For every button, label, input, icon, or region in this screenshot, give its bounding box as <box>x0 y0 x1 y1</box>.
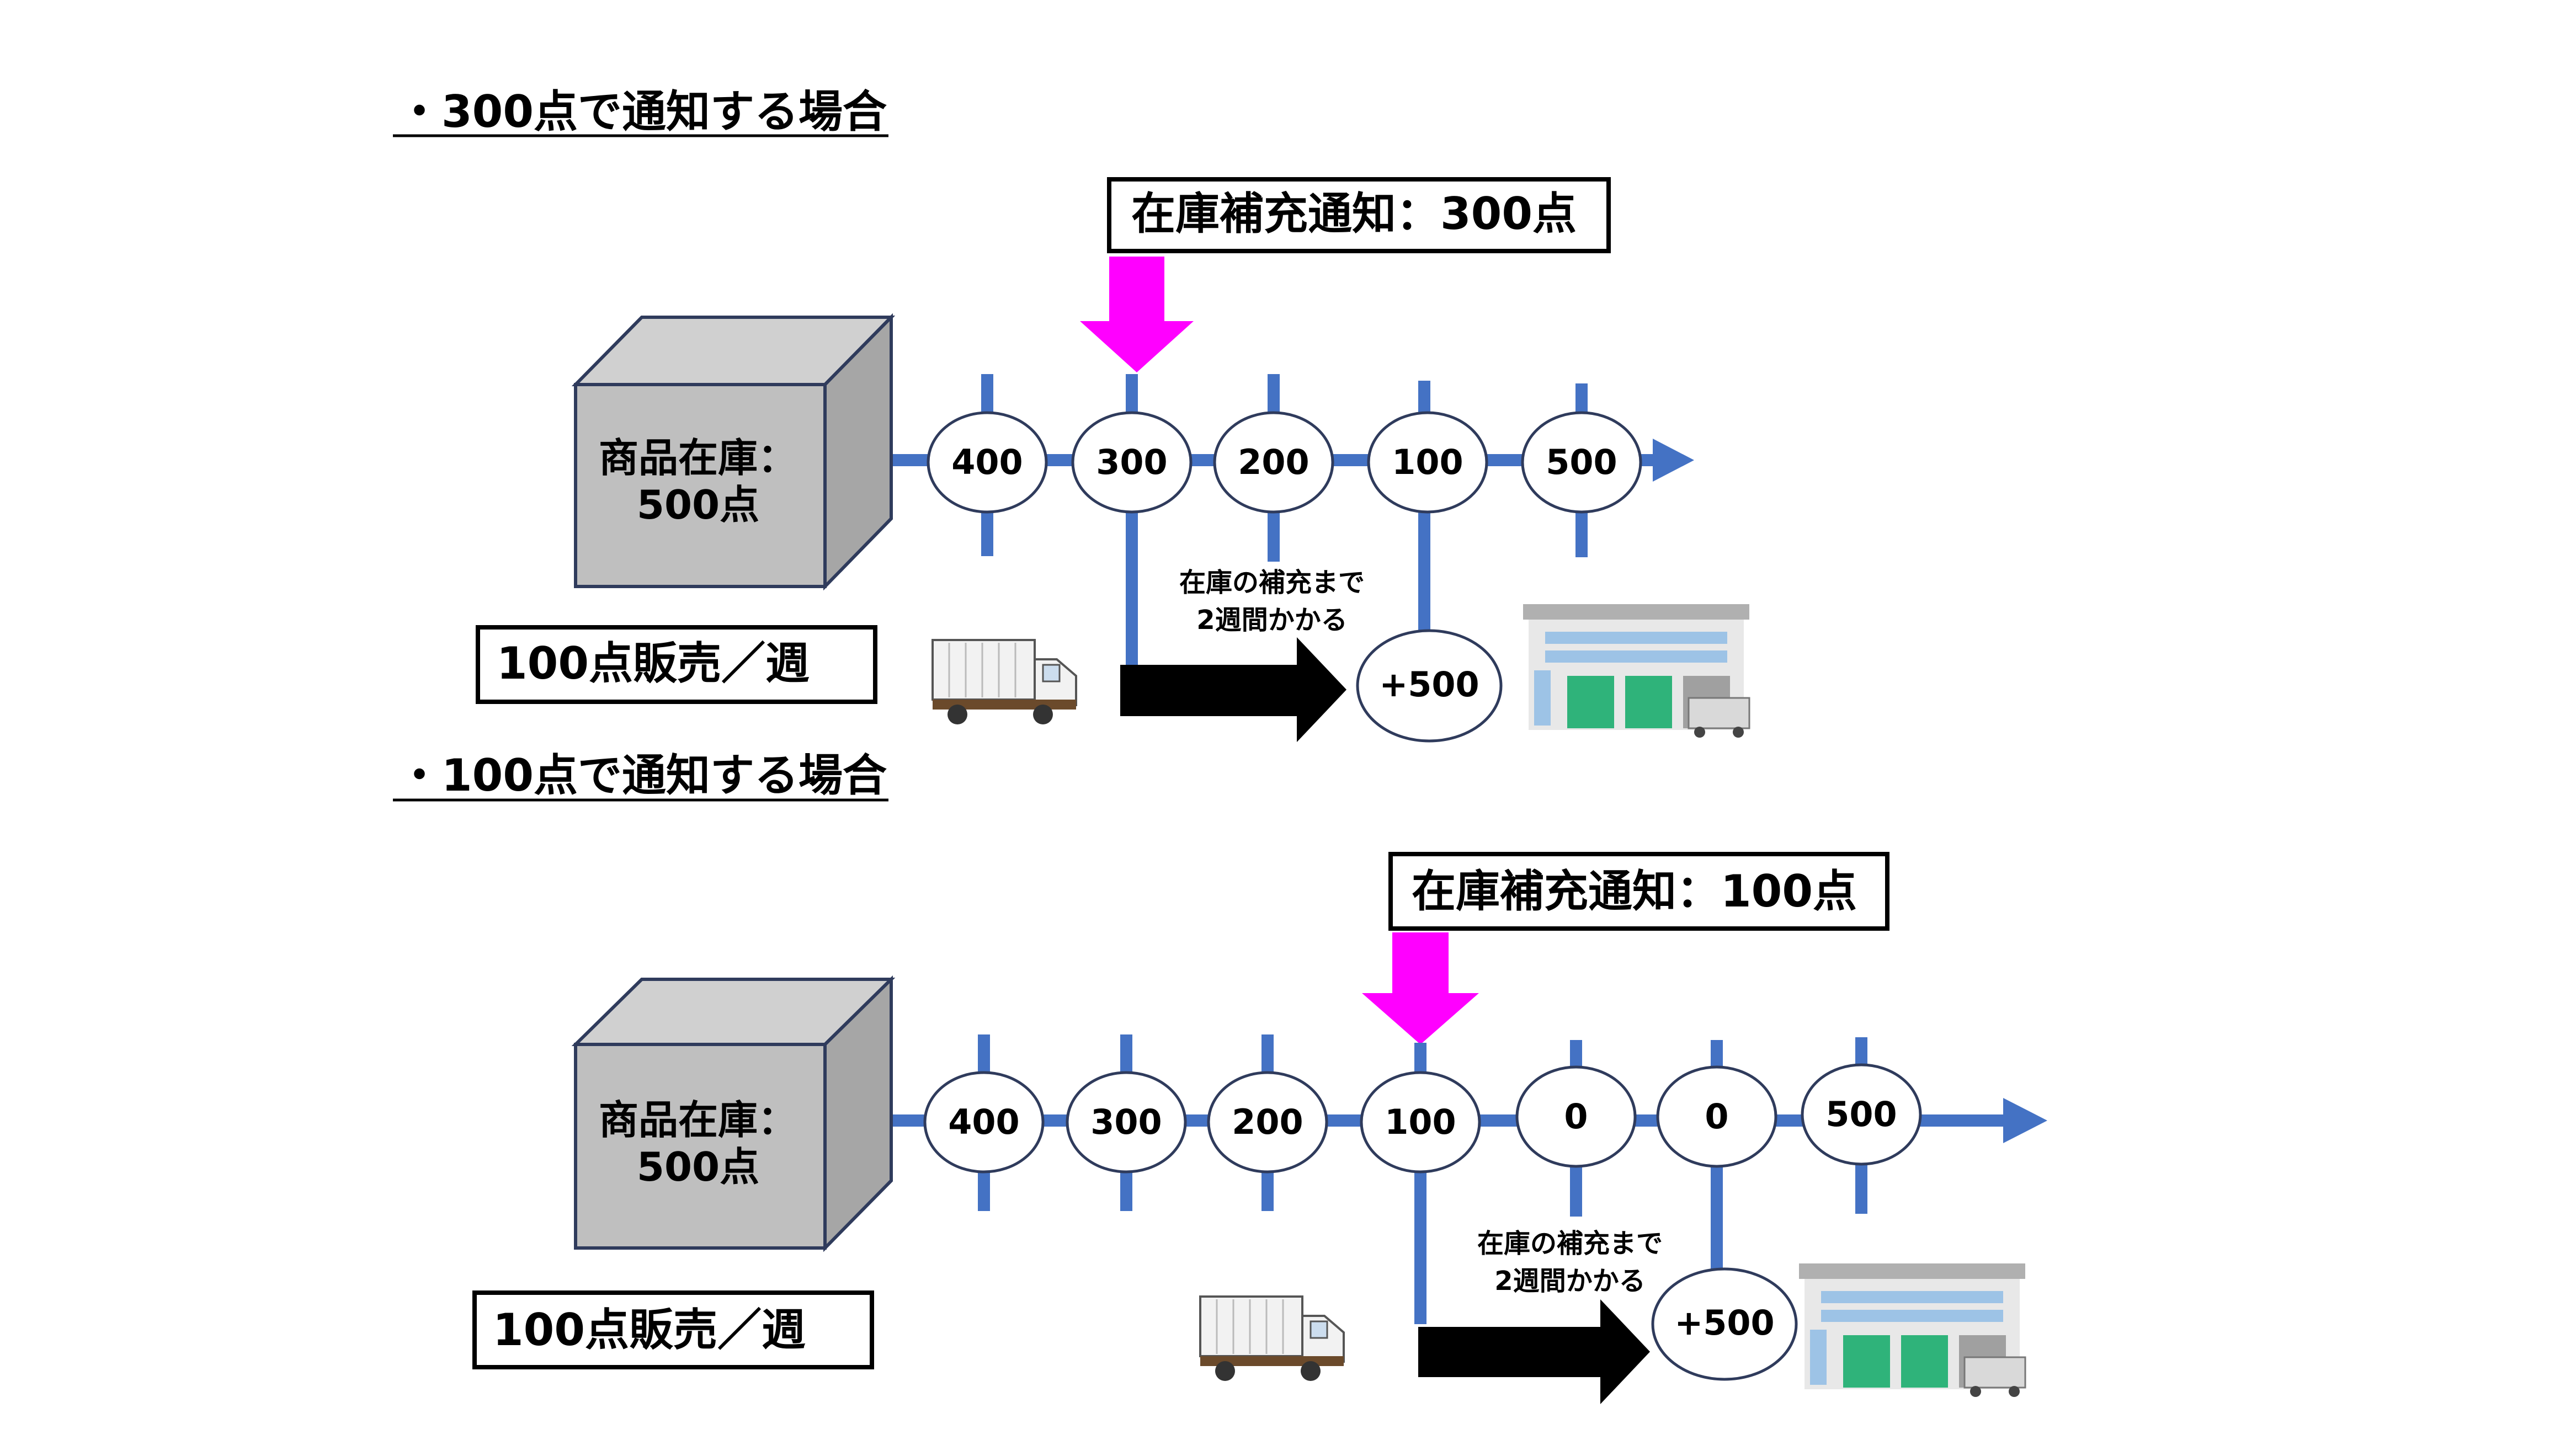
timeline-node: 0 <box>1656 1065 1777 1168</box>
timeline-node: 0 <box>1515 1065 1637 1168</box>
timeline-arrowhead <box>1653 439 1694 482</box>
scenario-heading: ・300点で通知する場合 <box>397 86 887 137</box>
node-value: 400 <box>948 1102 1019 1142</box>
notify-arrow <box>1362 932 1479 1044</box>
timeline-arrowhead <box>2003 1098 2047 1143</box>
timeline-node: 300 <box>1066 1071 1187 1174</box>
lead-note-line1: 在庫の補充まで <box>1179 567 1365 598</box>
node-value: 100 <box>1385 1102 1456 1142</box>
node-value: 500 <box>1546 442 1617 482</box>
node-value: 0 <box>1564 1096 1588 1137</box>
timeline-node: 500 <box>1521 411 1642 514</box>
warehouse-icon <box>1799 1263 2026 1397</box>
delivery-circle <box>1356 629 1503 743</box>
stock-value: 500点 <box>637 482 759 528</box>
stock-cube: 商品在庫： 500点 <box>571 975 896 1252</box>
sales-label: 100点販売／週 <box>497 638 810 689</box>
node-value: 400 <box>951 442 1023 482</box>
lead-note-line1: 在庫の補充まで <box>1477 1228 1663 1259</box>
notice-box <box>1107 177 1611 253</box>
node-value: 100 <box>1392 442 1463 482</box>
delivery-arrow <box>1120 637 1346 742</box>
lead-note-line2: 2週間かかる <box>1494 1266 1645 1297</box>
scenario-100: ・100点で通知する場合 在庫補充通知：100点 400 300 200 <box>393 750 2047 1404</box>
timeline-node: 400 <box>923 1071 1045 1174</box>
sales-label: 100点販売／週 <box>493 1304 806 1356</box>
sales-box <box>472 1290 874 1369</box>
truck-icon <box>1199 1295 1345 1381</box>
stock-value: 500点 <box>637 1144 759 1190</box>
timeline-node: 100 <box>1367 411 1488 514</box>
delivery-value: +500 <box>1674 1303 1774 1343</box>
truck-icon <box>931 639 1077 724</box>
notice-label: 在庫補充通知：100点 <box>1412 866 1857 917</box>
notice-label: 在庫補充通知：300点 <box>1131 188 1577 239</box>
node-value: 0 <box>1705 1096 1728 1137</box>
timeline-node: 400 <box>927 411 1048 514</box>
timeline-node: 200 <box>1207 1071 1328 1174</box>
timeline-node: 200 <box>1213 411 1334 514</box>
stock-label: 商品在庫： <box>599 435 797 481</box>
delivery-value: +500 <box>1379 664 1479 705</box>
sales-box <box>476 625 877 704</box>
node-value: 500 <box>1825 1094 1897 1134</box>
notify-arrow <box>1080 257 1194 372</box>
node-value: 300 <box>1096 442 1167 482</box>
scenario-300: ・300点で通知する場合 在庫補充通知：300点 400 300 200 <box>393 86 1750 743</box>
stock-label: 商品在庫： <box>599 1097 797 1143</box>
node-value: 200 <box>1232 1102 1303 1142</box>
timeline-node: 300 <box>1071 411 1193 514</box>
delivery-arrow <box>1418 1299 1650 1404</box>
node-value: 300 <box>1090 1102 1162 1142</box>
node-value: 200 <box>1238 442 1309 482</box>
notice-box <box>1388 852 1889 931</box>
timeline-node: 500 <box>1801 1063 1922 1166</box>
scenario-heading: ・100点で通知する場合 <box>397 750 887 801</box>
timeline-node: 100 <box>1360 1071 1481 1174</box>
lead-note-line2: 2週間かかる <box>1196 605 1347 636</box>
warehouse-icon <box>1523 604 1750 738</box>
delivery-circle <box>1651 1267 1798 1381</box>
stock-cube: 商品在庫： 500点 <box>571 313 896 591</box>
